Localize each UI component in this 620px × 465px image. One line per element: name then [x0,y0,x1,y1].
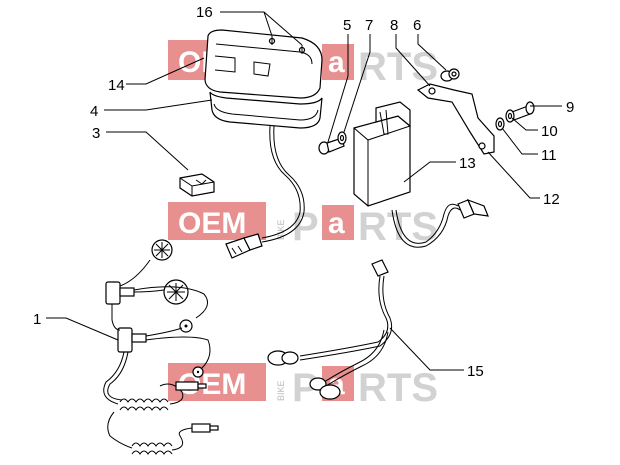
callout-1: 1 [33,311,41,328]
watermark-rts-text: RTS [358,45,438,89]
watermark-bike-text: BIKE [276,219,286,240]
battery-cover-part [204,29,323,99]
callout-12: 12 [543,191,560,208]
callout-15: 15 [467,363,484,380]
watermark-bike-text: BIKE [276,380,286,401]
bracket-part [416,83,495,155]
relay-block-part [179,173,215,197]
callout-13: 13 [459,155,476,172]
control-unit-cable [395,203,459,244]
callout-11: 11 [541,147,557,164]
callout-labels: 16 14 4 3 5 7 8 6 9 10 11 12 13 15 1 [33,4,574,380]
callout-16: 16 [196,4,213,21]
nut-part-6 [440,68,460,82]
control-unit-part [353,101,411,207]
screw-part-16a [268,36,276,45]
battery-part [209,91,323,129]
callout-3: 3 [92,125,100,142]
callout-6: 6 [413,17,421,34]
washer-part-10 [505,109,515,123]
callout-9: 9 [566,99,574,116]
callout-4: 4 [90,103,98,120]
watermark-a-text: a [328,207,345,240]
control-unit-connector-part [457,198,489,219]
watermark-rts-text: RTS [358,366,438,410]
callout-14: 14 [108,77,125,94]
callout-10: 10 [541,123,558,140]
washer-part-11 [495,117,505,131]
screw-part-16b [298,45,306,54]
screw-part-9 [511,101,535,121]
main-wiring-harness-part [103,239,219,455]
watermark-oem-text: OEM [178,207,246,240]
battery-connector-part [225,233,263,259]
y-harness-part [267,259,393,400]
watermark-middle: OEM BIKE P a RTS [168,202,438,249]
callout-8: 8 [390,17,398,34]
watermark-bottom: OEM BIKE P a RTS [168,363,438,410]
callout-7: 7 [365,17,373,34]
watermark-a-text: a [328,46,345,79]
leader-lines [46,11,562,371]
callout-5: 5 [343,17,351,34]
washer-part-7 [337,131,347,145]
battery-cable [261,125,301,239]
watermark-rts-text: RTS [358,205,438,249]
